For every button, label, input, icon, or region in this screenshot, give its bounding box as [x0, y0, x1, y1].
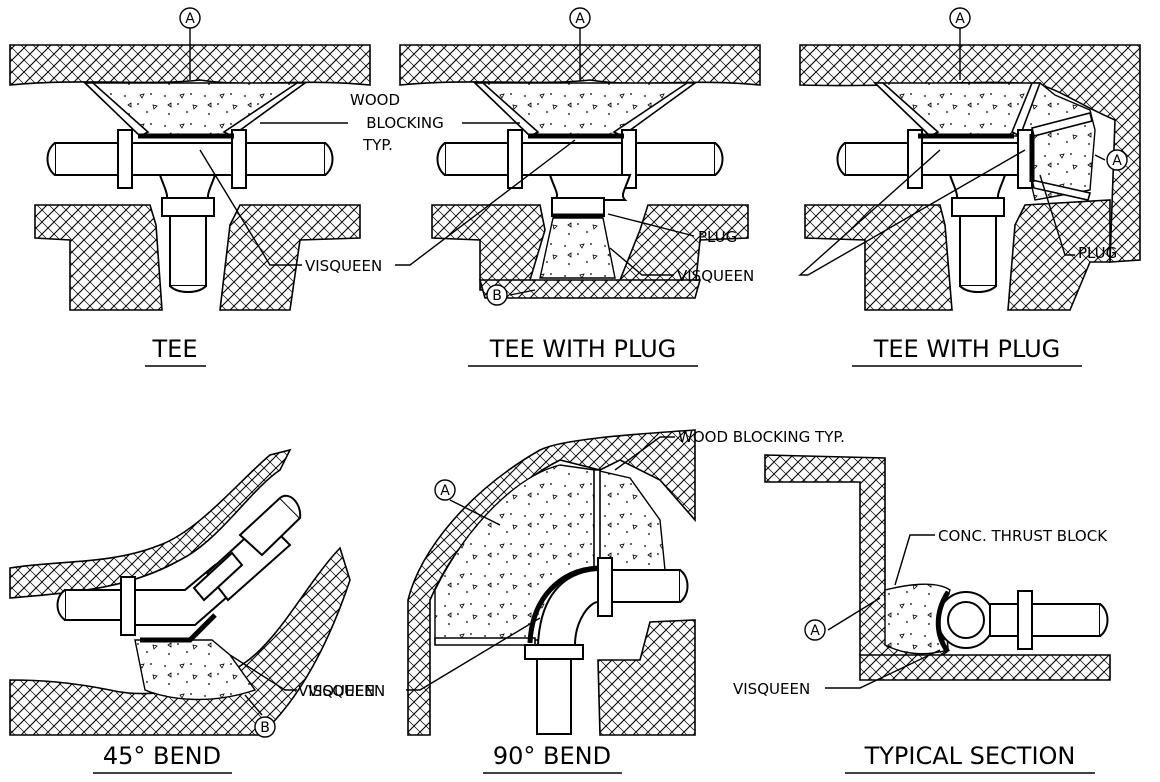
visqueen-label-45-bend: VISQUEEN [298, 682, 375, 700]
earth-top [9, 448, 292, 599]
svg-text:A: A [185, 11, 195, 27]
earth-bottom-right [597, 619, 696, 736]
svg-text:A: A [440, 483, 450, 499]
pipe-section [937, 590, 1109, 650]
callout-b-tee-plug: B [486, 284, 508, 306]
earth-bottom-left [804, 204, 953, 311]
wood-blocking-top [593, 469, 601, 571]
detail-tee-with-plug-side [799, 44, 1141, 311]
wood-blocking-left [873, 82, 940, 137]
earth-bottom-right [1007, 199, 1111, 311]
plug-label-tee-plug-side: PLUG [1078, 244, 1117, 262]
text-labels: WOOD BLOCKING TYP. VISQUEEN PLUG VISQUEE… [298, 91, 1117, 700]
title-typical-section: TYPICAL SECTION [864, 742, 1076, 770]
earth-bottom [859, 654, 1111, 681]
wood-blocking-label-line2: BLOCKING [366, 114, 444, 132]
callout-a-tee: A [179, 7, 201, 29]
visqueen-label-tee: VISQUEEN [305, 257, 382, 275]
plug-label-tee-plug: PLUG [698, 228, 737, 246]
wood-blocking-right [222, 82, 308, 137]
title-tee: TEE [152, 335, 198, 363]
pipe-main [836, 129, 1033, 293]
wood-blocking-label-line1: WOOD [350, 91, 400, 109]
callout-a-tee-plug-side-top: A [949, 7, 971, 29]
svg-text:B: B [492, 288, 502, 304]
wood-blocking-label-line3: TYP. [362, 136, 393, 154]
svg-text:A: A [575, 11, 585, 27]
wood-blocking-bottom [434, 637, 536, 646]
title-90-bend: 90° BEND [493, 742, 611, 770]
svg-text:B: B [260, 720, 270, 736]
detail-typical-section [764, 454, 1111, 681]
conc-thrust-block-label: CONC. THRUST BLOCK [938, 527, 1108, 545]
visqueen-label-typical-section: VISQUEEN [733, 680, 810, 698]
pipe-main [46, 129, 334, 293]
title-45-bend: 45° BEND [103, 742, 221, 770]
wood-blocking-side-top [1031, 112, 1093, 137]
svg-text:A: A [1112, 153, 1122, 169]
visqueen-line [140, 613, 217, 643]
wood-blocking-left [83, 82, 150, 137]
visqueen-label-90-bend: VISQUEEN [308, 682, 385, 700]
wood-blocking-left [473, 82, 540, 137]
earth-bottom [9, 546, 351, 736]
earth-bottom-left [431, 204, 546, 291]
earth-pit-bottom [478, 279, 702, 299]
callout-a-tee-plug: A [569, 7, 591, 29]
detail-tee-with-plug [399, 44, 761, 299]
wood-blocking-right [612, 82, 698, 137]
pipe-main [436, 129, 724, 217]
leader-lines [189, 28, 1106, 716]
detail-45-bend [9, 448, 351, 736]
callout-b-45-bend: B [254, 716, 276, 738]
callout-a-tee-plug-side-right: A [1106, 149, 1128, 171]
visqueen-line [935, 590, 951, 654]
plug-thrust-block [539, 217, 616, 279]
earth-bottom-left [34, 204, 163, 311]
detail-tee [9, 44, 371, 311]
visqueen-label-tee-plug: VISQUEEN [677, 267, 754, 285]
wood-blocking-typ-label: WOOD BLOCKING TYP. [678, 428, 845, 446]
callout-a-90-bend: A [434, 479, 456, 501]
callout-a-typical-section: A [804, 619, 826, 641]
svg-text:A: A [810, 623, 820, 639]
svg-text:A: A [955, 11, 965, 27]
detail-90-bend [407, 429, 696, 736]
wood-blocking-side-bottom [1030, 178, 1092, 201]
pipe-bend [56, 494, 302, 636]
title-tee-with-plug-2: TEE WITH PLUG [873, 335, 1061, 363]
thrust-block [134, 639, 257, 701]
earth-bottom-right [219, 204, 361, 311]
wood-blocking-right [1010, 82, 1042, 138]
title-tee-with-plug: TEE WITH PLUG [489, 335, 677, 363]
visqueen-line [527, 565, 599, 644]
callouts: A A A A B B A A [179, 7, 1128, 738]
pipe-bend [524, 557, 689, 735]
titles: TEE TEE WITH PLUG TEE WITH PLUG 45° BEND… [93, 335, 1095, 774]
